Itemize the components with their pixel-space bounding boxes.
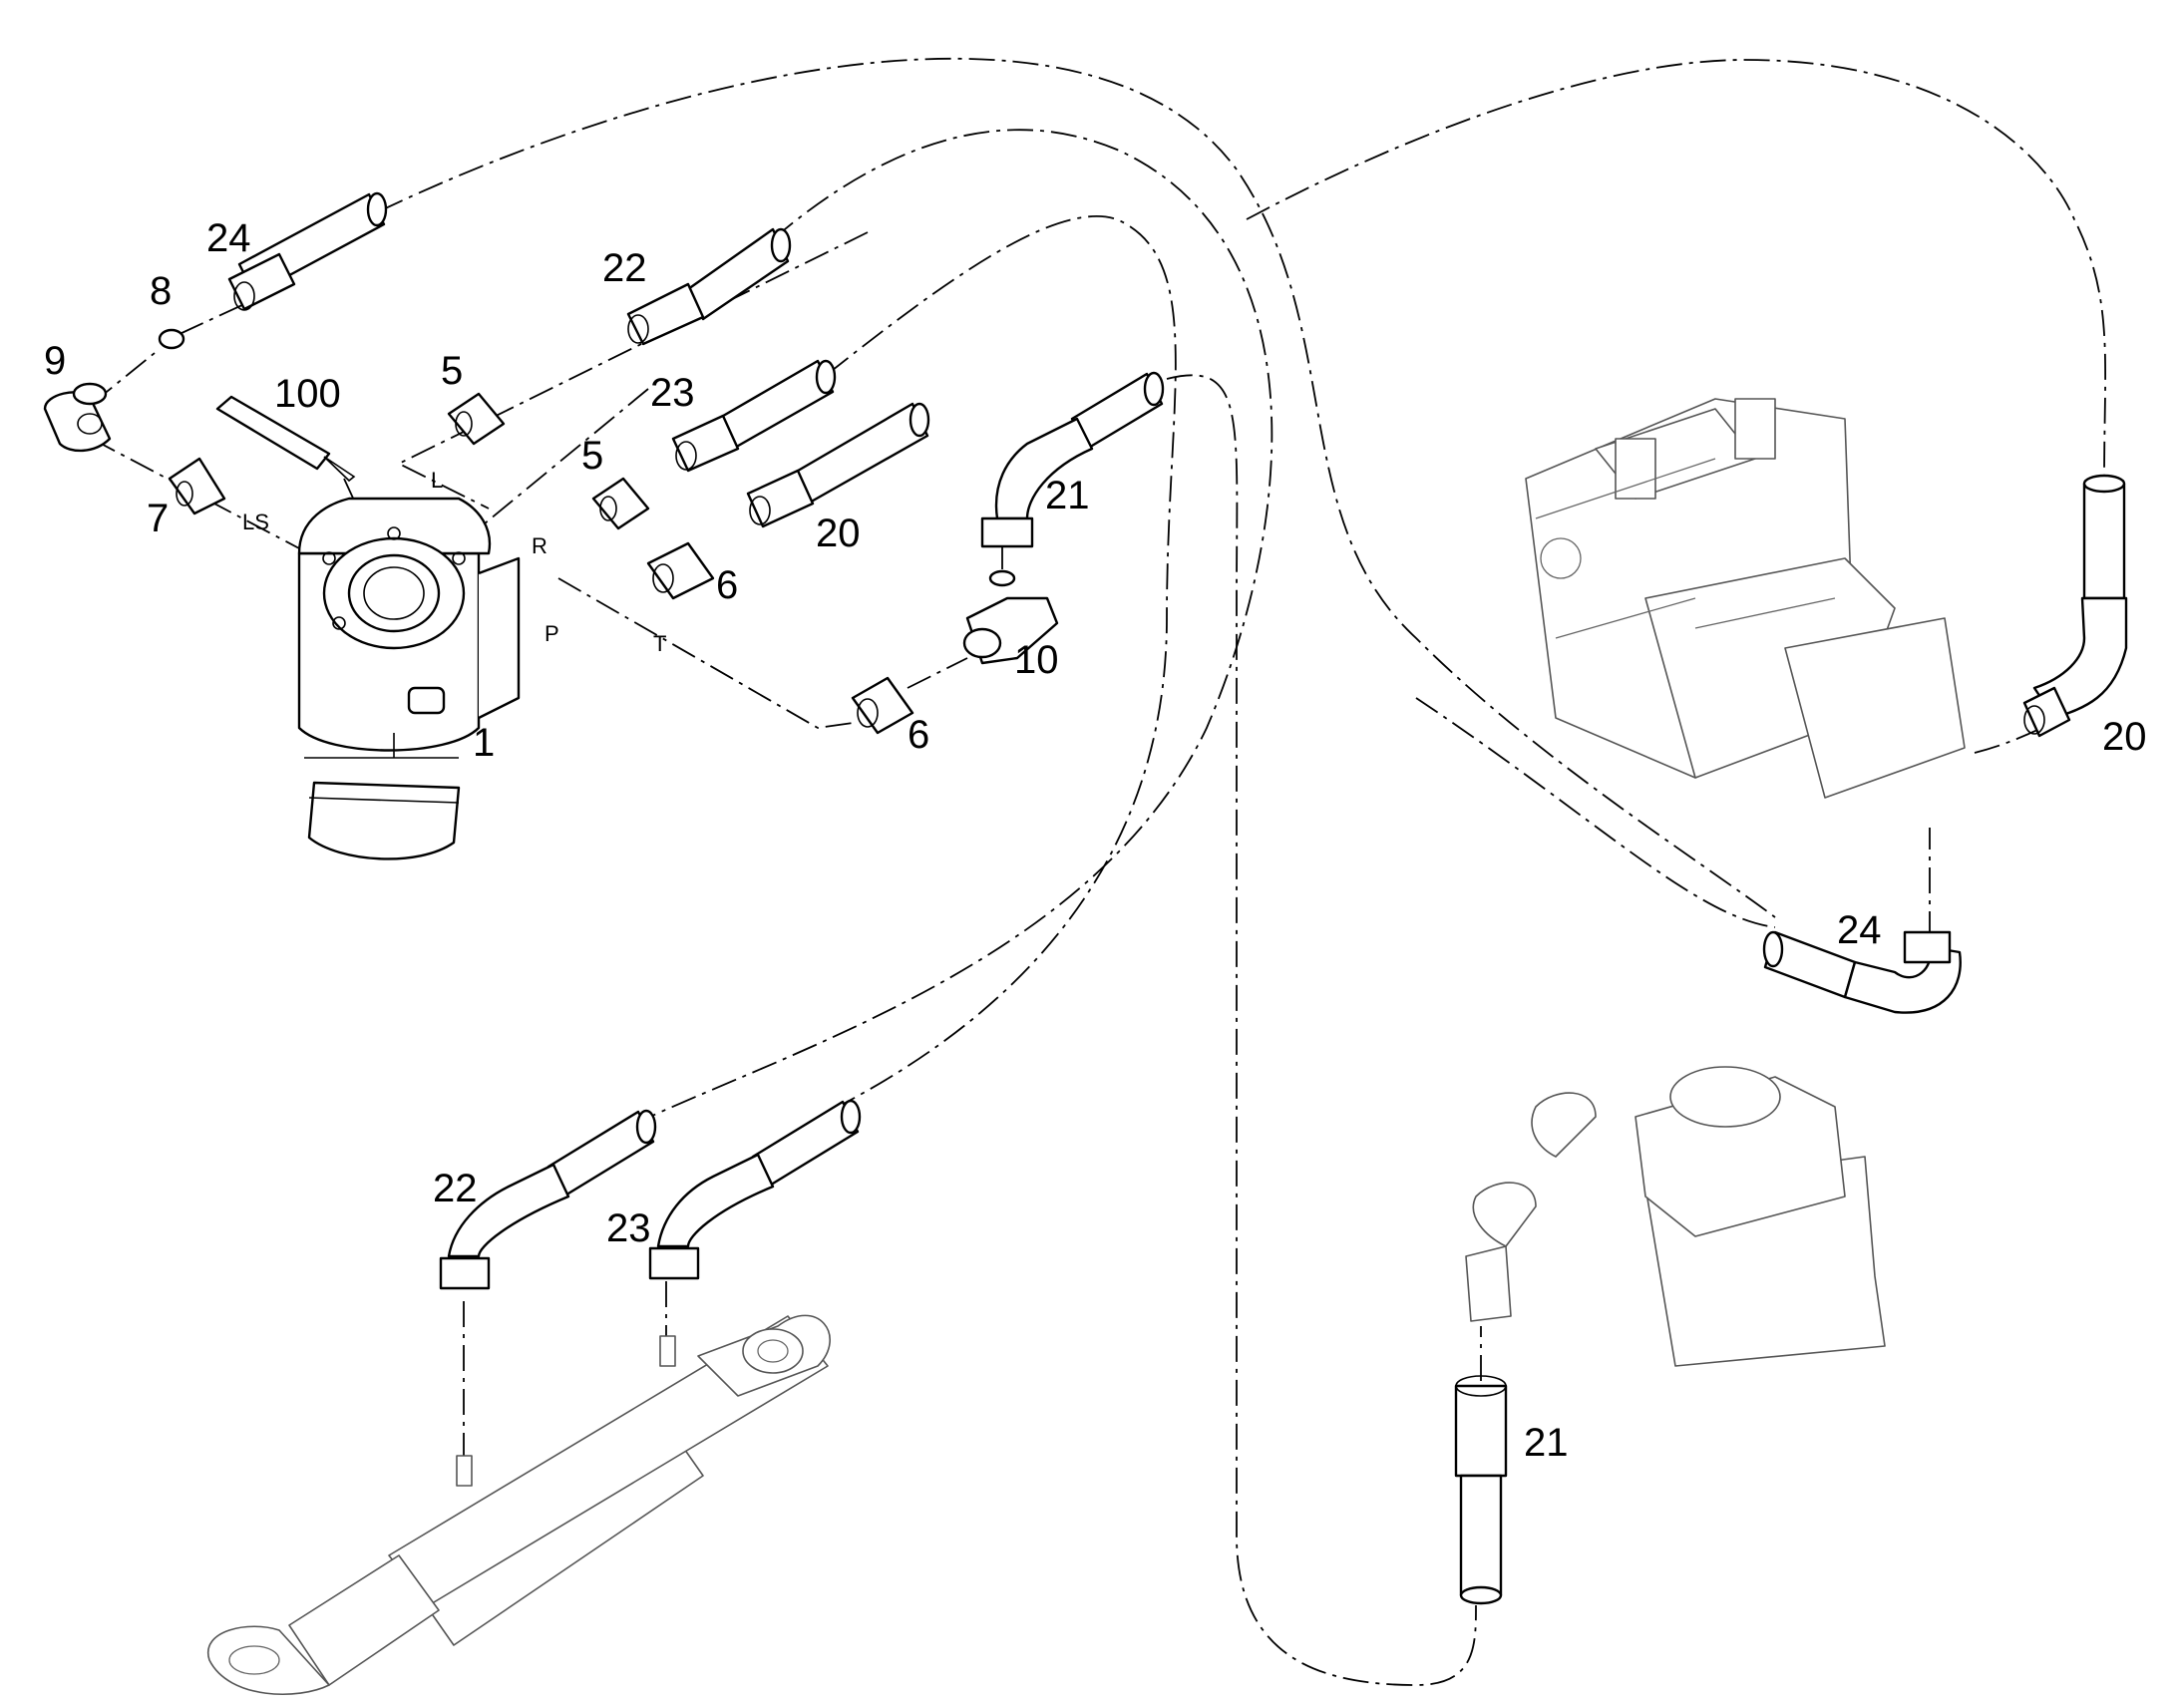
steering-unit [297, 497, 521, 860]
callout-21-upper: 21 [1045, 474, 1090, 517]
route-hose-23 [827, 215, 1177, 1108]
elbow-fitting-9 [43, 382, 112, 453]
route-hose-24-top [378, 57, 1776, 918]
hose-23-lower [648, 1099, 862, 1280]
callout-5-lower: 5 [581, 434, 603, 478]
route-hose-22 [627, 129, 1273, 1128]
hose-routing-lines [91, 57, 2106, 1686]
callout-9: 9 [44, 339, 66, 383]
callout-20-upper: 20 [816, 512, 861, 555]
union-fitting-7 [168, 457, 226, 515]
callout-100: 100 [274, 372, 341, 416]
hose-22-lower [439, 1109, 657, 1290]
callout-6-lower: 6 [908, 713, 929, 757]
route-hose-21-left [1166, 374, 1477, 1686]
hose-24-upper [227, 191, 388, 311]
hose-22-upper [626, 227, 792, 346]
callout-22-lower: 22 [433, 1167, 478, 1210]
hydraulic-pump [1525, 398, 1966, 799]
tee-fitting-10 [962, 569, 1059, 665]
callout-21-lower: 21 [1524, 1421, 1569, 1465]
callout-5-upper: 5 [441, 349, 463, 393]
hose-21-lower-right [1454, 1375, 1508, 1605]
callout-6-upper: 6 [716, 563, 738, 607]
route-port-T [557, 577, 854, 729]
callout-10: 10 [1014, 638, 1059, 682]
hose-23-upper [671, 359, 837, 473]
union-fitting-6-lower [851, 676, 914, 735]
callout-8: 8 [150, 269, 172, 313]
route-pump-24 [1415, 697, 1776, 928]
steering-cylinder [206, 1314, 831, 1696]
hose-20-right [2022, 474, 2128, 738]
hose-24-right [1762, 930, 1962, 1014]
hose-21-elbow-upper [980, 371, 1165, 548]
callout-24-upper: 24 [206, 216, 251, 260]
sealant-tube-100 [215, 395, 356, 483]
port-ls-label: LS [242, 510, 269, 534]
callout-1: 1 [473, 721, 495, 765]
callout-24-right: 24 [1837, 908, 1882, 952]
callout-7: 7 [147, 497, 169, 540]
route-port-L [396, 231, 869, 510]
port-labels: LS L R P T [242, 468, 666, 656]
port-l-label: L [431, 468, 443, 493]
valve-block [1465, 1066, 1886, 1367]
union-fitting-5-upper [447, 392, 506, 446]
hose-20-upper [746, 402, 930, 528]
port-p-label: P [545, 621, 559, 646]
route-hose-20-right [1246, 59, 2106, 480]
callout-22-upper: 22 [602, 246, 647, 290]
union-fitting-5-lower [591, 477, 650, 530]
port-r-label: R [532, 533, 547, 558]
callout-labels: 1 5 5 6 6 7 8 9 10 20 20 21 21 22 22 23 … [44, 216, 2147, 1465]
route-ls [91, 438, 300, 549]
route-port-R [478, 388, 649, 529]
washer-8 [158, 328, 185, 350]
callout-23-upper: 23 [650, 371, 695, 415]
route-8-to-24 [179, 303, 245, 335]
route-6-to-10 [907, 657, 968, 689]
port-t-label: T [653, 631, 666, 656]
union-fitting-6-upper [646, 541, 715, 600]
callout-20-right: 20 [2102, 715, 2147, 759]
callout-23-lower: 23 [606, 1206, 651, 1250]
